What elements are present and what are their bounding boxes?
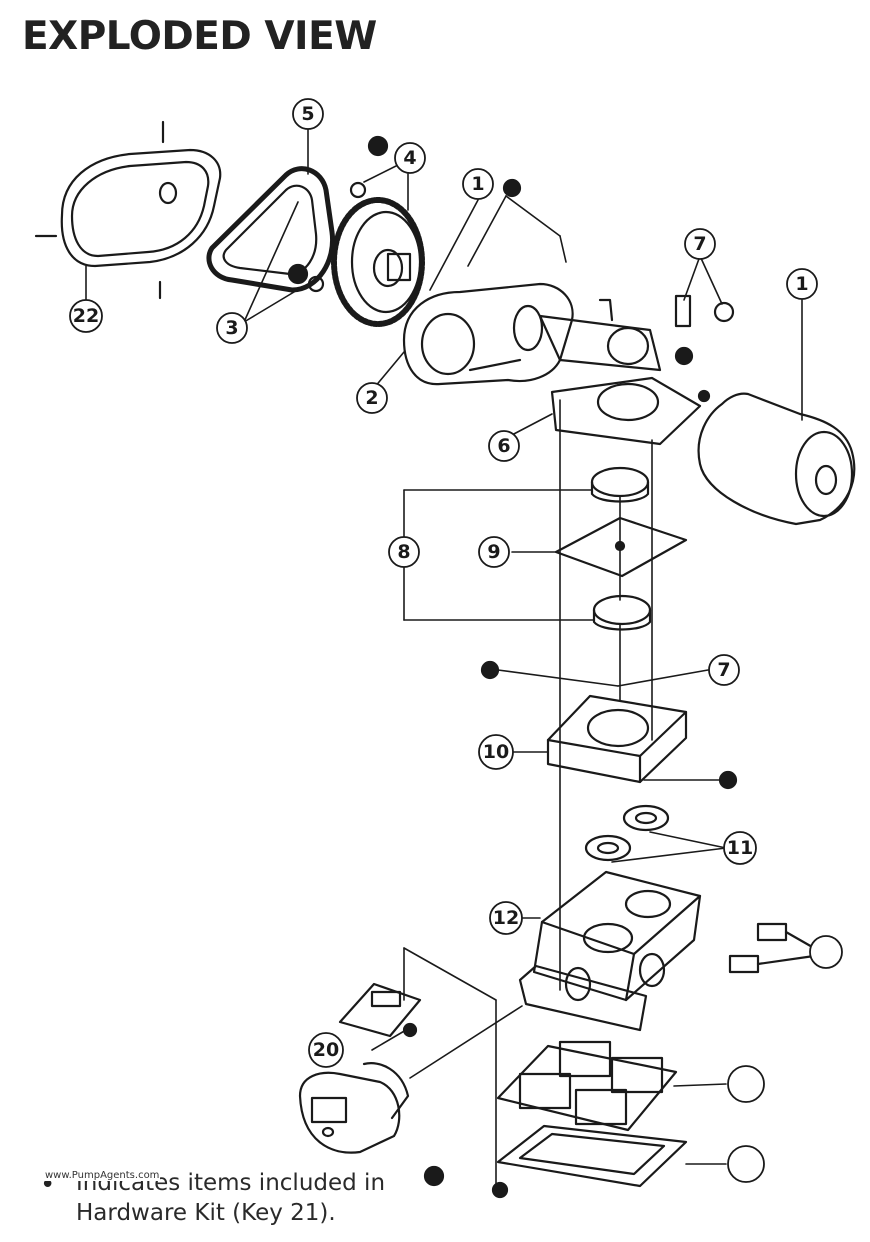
key-label-4: 4: [403, 147, 416, 169]
watermark-text: www.PumpAgents.com: [44, 1170, 161, 1181]
part-gear-4: [331, 197, 425, 327]
part-pump-body-12: [518, 870, 702, 1032]
page-title: EXPLODED VIEW: [22, 14, 377, 59]
key-circles: [69, 98, 843, 1183]
key-label-22: 22: [73, 305, 99, 327]
part-lower-housing: [496, 1040, 688, 1188]
key-label-8: 8: [397, 541, 410, 563]
part-switch-20: [298, 982, 422, 1154]
part-shaft-assembly: [538, 298, 662, 372]
part-screws-7-top: [674, 294, 735, 366]
key-label-7-mid: 7: [717, 659, 730, 681]
key-label-9: 9: [487, 541, 500, 563]
part-cover-22: [34, 120, 222, 300]
key-label-3: 3: [225, 317, 238, 339]
part-bracket-6: [550, 376, 702, 446]
hardware-dots: [402, 178, 738, 1199]
key-label-20: 20: [313, 1039, 339, 1061]
part-belt-5: [206, 166, 336, 293]
part-port-fittings: [728, 922, 816, 974]
key-label-10: 10: [483, 741, 509, 763]
key-label-6: 6: [497, 435, 510, 457]
part-diaphragm-9: [554, 516, 688, 578]
part-motor-1: [697, 389, 856, 526]
key-label-1-top: 1: [471, 173, 484, 195]
key-label-11: 11: [727, 837, 753, 859]
key-label-5: 5: [301, 103, 314, 125]
key-label-2: 2: [365, 387, 378, 409]
part-pins-3: [287, 135, 389, 293]
key-label-1-motor: 1: [795, 273, 808, 295]
part-check-valve-11: [584, 804, 670, 862]
part-block-10: [546, 694, 688, 784]
legend-text: Indicates items included in Hardware Kit…: [76, 1168, 385, 1228]
leader-lines: [85, 127, 803, 1191]
part-valve-8: [590, 466, 652, 631]
key-label-12: 12: [493, 907, 519, 929]
key-label-7-top: 7: [693, 233, 706, 255]
legend-line-2: Hardware Kit (Key 21).: [76, 1200, 336, 1226]
